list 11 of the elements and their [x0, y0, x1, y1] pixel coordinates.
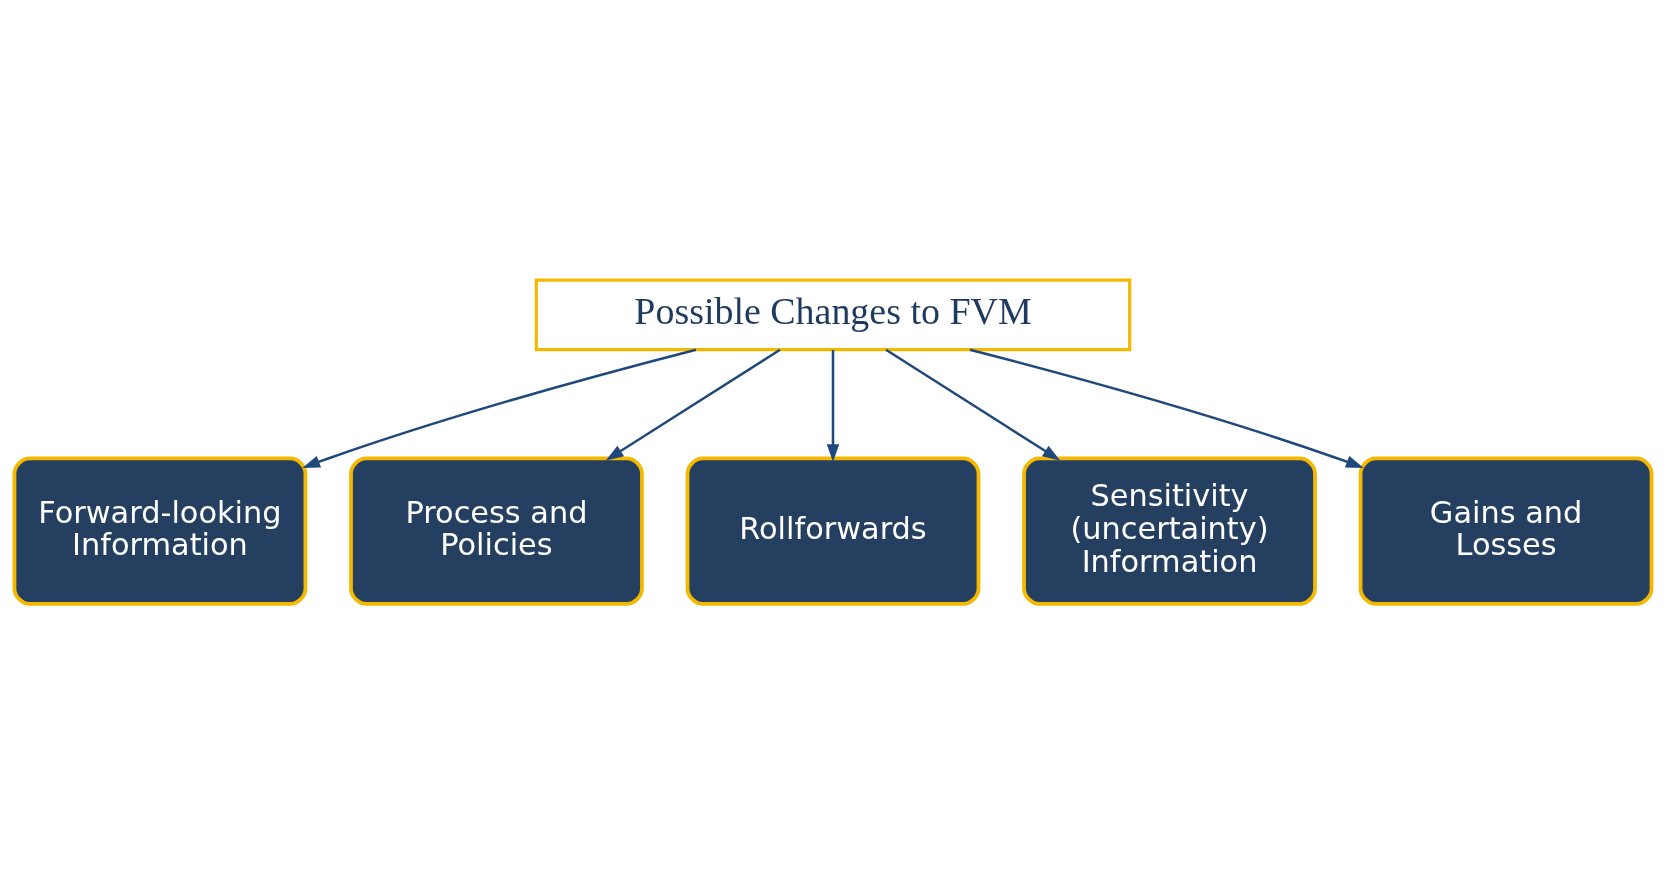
arrow [885, 348, 1061, 460]
arrow [302, 348, 697, 468]
node-box: Process and Policies [349, 456, 644, 606]
arrow [969, 348, 1364, 468]
node-box: Forward-looking Information [12, 456, 308, 606]
node-box: Gains and Losses [1358, 456, 1654, 606]
node-box: Sensitivity (uncertainty) Information [1022, 456, 1317, 606]
arrow [826, 349, 840, 462]
node-box: Rollforwards [685, 456, 981, 606]
arrow [605, 348, 781, 460]
node-box: Possible Changes to FVM [534, 278, 1132, 351]
